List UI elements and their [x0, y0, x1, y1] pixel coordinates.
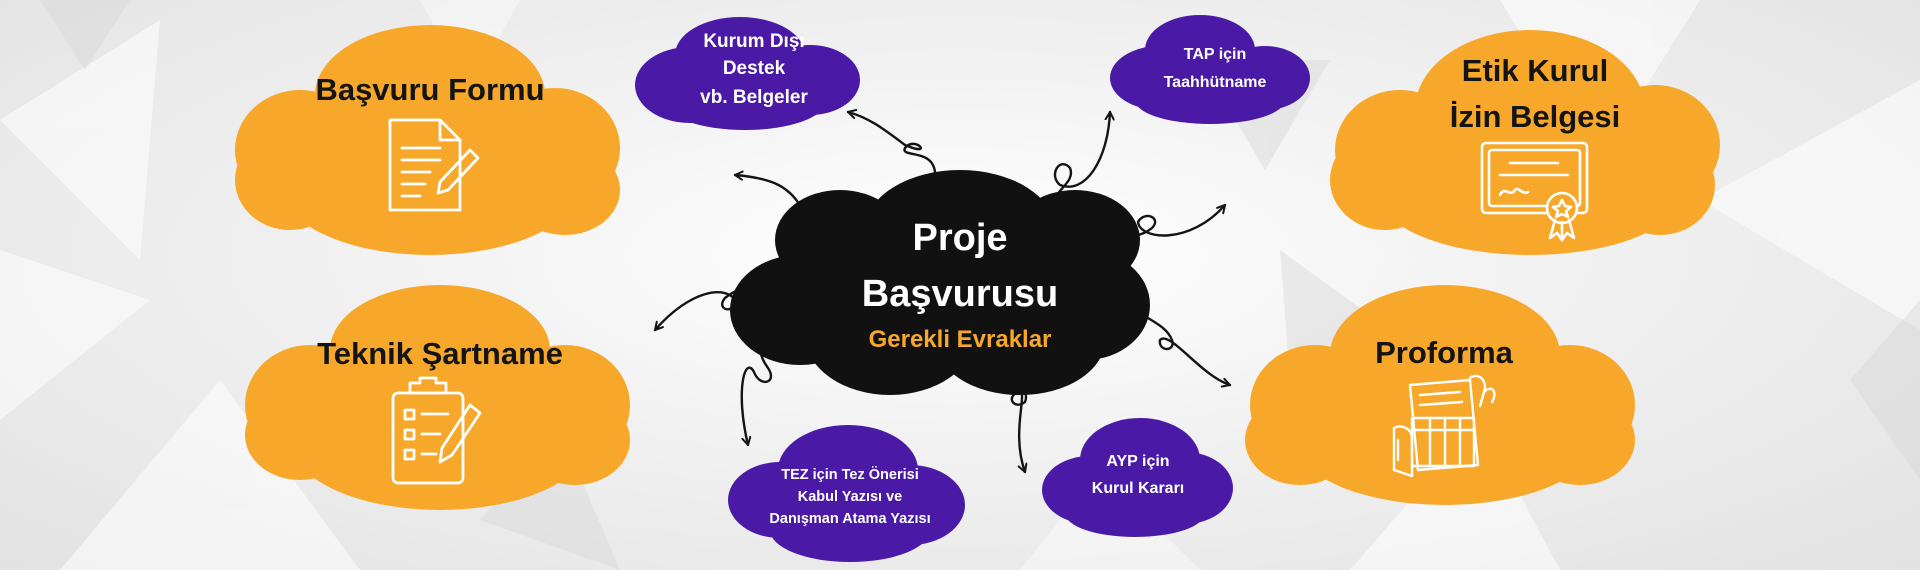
- invoice-hand-icon: [1392, 374, 1496, 478]
- center-title-line1: Proje: [912, 217, 1008, 259]
- label-kurum-disi-line1: Kurum Dışı: [703, 31, 805, 52]
- label-tez-line2: Kabul Yazısı ve: [797, 489, 903, 505]
- certificate-icon: [1480, 141, 1589, 242]
- label-kurum-disi-line3: vb. Belgeler: [700, 87, 808, 108]
- center-subtitle: Gerekli Evraklar: [868, 326, 1052, 353]
- clipboard-checklist-icon: [391, 376, 482, 485]
- label-kurum-disi-line2: Destek: [722, 58, 786, 79]
- document-pencil-icon: [388, 118, 480, 212]
- label-basvuru-formu: Başvuru Formu: [315, 72, 545, 107]
- center-cloud: [730, 170, 1150, 395]
- arrow-to-kurum-disi: [846, 112, 937, 174]
- cloud-proforma: [1245, 285, 1635, 505]
- cloud-ayp: [1042, 418, 1233, 537]
- label-tez-line1: TEZ için Tez Önerisi: [781, 467, 919, 483]
- label-tez-line3: Danışman Atama Yazısı: [769, 511, 931, 527]
- cloud-tez: [728, 425, 965, 562]
- arrow-to-proforma: [1118, 296, 1232, 385]
- label-tap-line1: TAP için: [1183, 46, 1247, 63]
- label-ayp-line1: AYP için: [1106, 453, 1170, 470]
- center-title-line2: Başvurusu: [861, 273, 1059, 315]
- arrow-to-tap: [1053, 110, 1110, 200]
- cloud-basvuru-formu: [235, 25, 620, 255]
- label-teknik-sartname: Teknik Şartname: [317, 336, 563, 371]
- cloud-kurum-disi: [635, 17, 860, 130]
- label-tap-line2: Taahhütname: [1163, 74, 1267, 91]
- label-etik-kurul-line1: Etik Kurul: [1461, 53, 1609, 88]
- label-ayp-line2: Kurul Kararı: [1091, 480, 1185, 497]
- label-proforma: Proforma: [1375, 335, 1513, 370]
- cloud-teknik-sartname: [245, 285, 630, 510]
- cloud-etik-kurul: [1330, 30, 1720, 255]
- label-etik-kurul-line2: İzin Belgesi: [1449, 99, 1621, 134]
- cloud-tap: [1110, 15, 1310, 124]
